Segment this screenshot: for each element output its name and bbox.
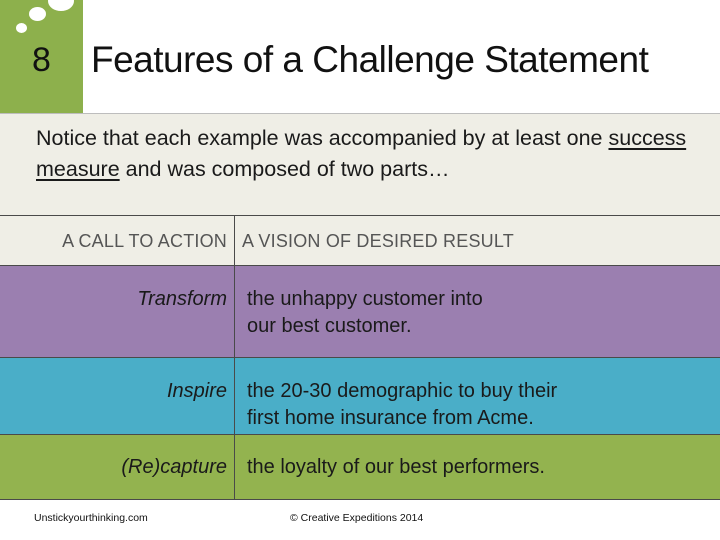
result-cell: the unhappy customer into our best custo… — [236, 266, 720, 357]
action-verb: Inspire — [166, 380, 227, 402]
slide-title: Features of a Challenge Statement — [91, 39, 649, 80]
intro-text-before: Notice that each example was accompanied… — [36, 126, 609, 150]
result-line: first home insurance from Acme. — [247, 407, 534, 429]
table-row: (Re)capture the loyalty of our best perf… — [0, 434, 720, 500]
header-divider — [0, 113, 720, 114]
result-line: the 20-30 demographic to buy their — [247, 380, 558, 402]
action-cell: Transform — [0, 266, 235, 357]
footer-website: Unstickyourthinking.com — [34, 512, 148, 524]
success-measure-underlined: success measure — [36, 126, 687, 181]
result-text: the 20-30 demographic to buy their first… — [236, 358, 720, 432]
table-row: Transform the unhappy customer into our … — [0, 265, 720, 357]
result-cell: the 20-30 demographic to buy their first… — [236, 358, 720, 434]
thought-bubble-icon — [48, 0, 74, 11]
action-verb: (Re)capture — [121, 456, 227, 478]
result-line: our best customer. — [247, 315, 412, 337]
footer-copyright: © Creative Expeditions 2014 — [290, 512, 424, 524]
challenge-table: A CALL TO ACTION A VISION OF DESIRED RES… — [0, 215, 720, 500]
slide-number-box: 8 — [0, 0, 83, 113]
result-text: the unhappy customer into our best custo… — [236, 266, 720, 340]
table-row: Inspire the 20-30 demographic to buy the… — [0, 357, 720, 434]
thought-bubble-small-icon — [29, 7, 46, 21]
action-cell: (Re)capture — [0, 435, 235, 499]
intro-panel: Notice that each example was accompanied… — [0, 114, 720, 215]
table-header-row: A CALL TO ACTION A VISION OF DESIRED RES… — [0, 215, 720, 265]
result-line: the loyalty of our best performers. — [247, 456, 545, 478]
thought-bubble-tiny-icon — [16, 23, 27, 33]
action-verb: Transform — [137, 288, 227, 310]
intro-text: Notice that each example was accompanied… — [36, 123, 706, 185]
result-text: the loyalty of our best performers. — [236, 435, 720, 481]
result-cell: the loyalty of our best performers. — [236, 435, 720, 499]
header-call-to-action: A CALL TO ACTION — [0, 216, 235, 265]
result-line: the unhappy customer into — [247, 288, 483, 310]
slide-number: 8 — [32, 41, 51, 79]
header-vision: A VISION OF DESIRED RESULT — [242, 231, 514, 251]
action-cell: Inspire — [0, 358, 235, 434]
intro-text-after: and was composed of two parts… — [119, 157, 450, 181]
